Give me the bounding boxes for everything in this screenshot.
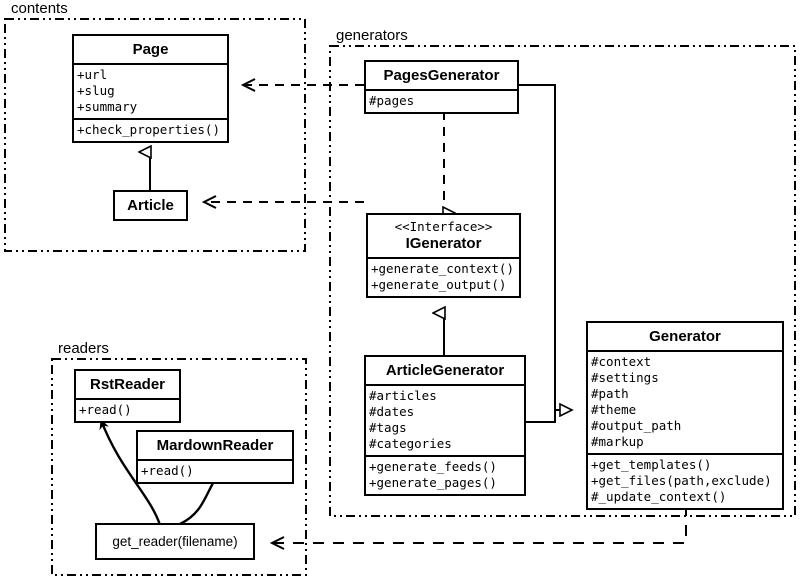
class-name-pagesgenerator: PagesGenerator: [383, 67, 500, 84]
class-box-page[interactable]: Page +url +slug +summary +check_properti…: [72, 34, 229, 143]
class-member: #_update_context(): [591, 489, 727, 504]
package-readers: readers: [52, 340, 306, 575]
class-box-rstreader[interactable]: RstReader +read(): [74, 369, 181, 423]
class-member: #context: [591, 354, 652, 369]
class-box-igenerator[interactable]: <<Interface>> IGenerator +generate_conte…: [366, 213, 521, 298]
class-methods-page: +check_properties(): [74, 118, 227, 141]
class-box-articlegenerator[interactable]: ArticleGenerator #articles #dates #tags …: [364, 355, 526, 496]
class-name-articlegenerator: ArticleGenerator: [385, 362, 505, 379]
class-name-page: Page: [132, 41, 169, 58]
class-methods-igenerator: +generate_context() +generate_output(): [368, 257, 519, 296]
class-member: #articles: [369, 388, 437, 403]
class-box-article[interactable]: Article: [113, 190, 188, 221]
class-member: #output_path: [591, 418, 682, 433]
class-member: #settings: [591, 370, 659, 385]
class-member: #categories: [369, 436, 452, 451]
package-contents: contents: [5, 0, 305, 251]
class-member: +read(): [141, 463, 194, 478]
class-member: #tags: [369, 420, 407, 435]
class-box-pagesgenerator[interactable]: PagesGenerator #pages: [364, 60, 519, 114]
class-member: +check_properties(): [77, 122, 220, 137]
class-attributes-page: +url +slug +summary: [74, 63, 227, 118]
function-label-get-reader: get_reader(filename): [112, 534, 238, 549]
class-member: +slug: [77, 83, 115, 98]
class-box-mardownreader[interactable]: MardownReader +read(): [136, 430, 294, 484]
class-member: #dates: [369, 404, 415, 419]
function-box-get-reader[interactable]: get_reader(filename): [95, 523, 255, 560]
class-name-mardownreader: MardownReader: [156, 437, 274, 454]
class-attributes-articlegenerator: #articles #dates #tags #categories: [366, 384, 524, 455]
class-member: +generate_output(): [371, 277, 507, 292]
class-name-article: Article: [127, 197, 174, 214]
class-member: #pages: [369, 93, 415, 108]
package-generators: generators: [330, 27, 795, 516]
class-name-rstreader: RstReader: [89, 376, 166, 393]
class-member: +read(): [79, 402, 132, 417]
class-box-generator[interactable]: Generator #context #settings #path #them…: [586, 321, 784, 510]
class-member: #theme: [591, 402, 637, 417]
class-stereotype-igenerator: <<Interface>>: [394, 219, 493, 234]
package-label-contents: contents: [9, 0, 70, 17]
class-member: +generate_context(): [371, 261, 514, 276]
class-methods-articlegenerator: +generate_feeds() +generate_pages(): [366, 455, 524, 494]
class-member: +summary: [77, 99, 138, 114]
class-methods-mardownreader: +read(): [138, 459, 292, 482]
package-label-generators: generators: [334, 27, 410, 44]
class-attributes-generator: #context #settings #path #theme #output_…: [588, 350, 782, 453]
class-name-igenerator: IGenerator: [405, 235, 482, 252]
class-member: +get_templates(): [591, 457, 712, 472]
class-name-generator: Generator: [649, 328, 721, 345]
class-member: +get_files(path,exclude): [591, 473, 772, 488]
class-member: #markup: [591, 434, 644, 449]
class-member: +url: [77, 67, 108, 82]
class-member: +generate_feeds(): [369, 459, 497, 474]
class-member: +generate_pages(): [369, 475, 497, 490]
class-attributes-pagesgenerator: #pages: [366, 89, 517, 112]
package-label-readers: readers: [56, 340, 111, 357]
class-methods-generator: +get_templates() +get_files(path,exclude…: [588, 453, 782, 508]
class-methods-rstreader: +read(): [76, 398, 179, 421]
class-member: #path: [591, 386, 629, 401]
